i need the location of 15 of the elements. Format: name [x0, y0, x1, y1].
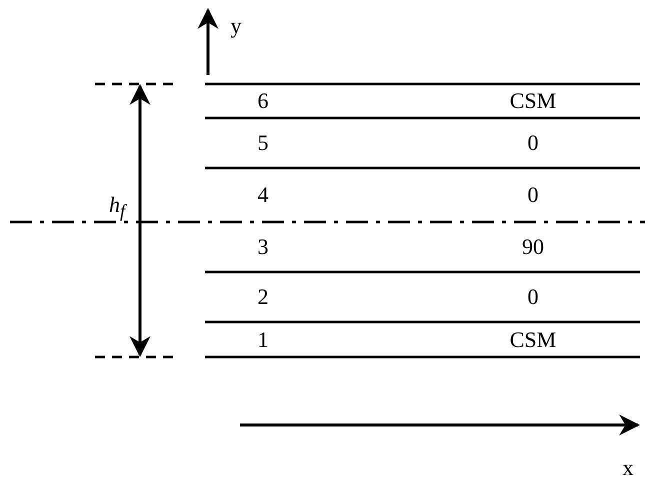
- axis-label: x: [622, 456, 634, 480]
- layer-number: 3: [258, 235, 268, 259]
- layer-number: 5: [258, 131, 268, 155]
- ply-angle: 0: [528, 285, 538, 309]
- axis-label: y: [230, 14, 242, 38]
- layer-number: 6: [258, 89, 268, 113]
- ply-angle: CSM: [510, 89, 556, 113]
- ply-angle: CSM: [510, 328, 556, 352]
- layer-number: 2: [258, 285, 268, 309]
- ply-angle: 90: [522, 235, 544, 259]
- layer-number: 1: [258, 328, 268, 352]
- ply-angle: 0: [528, 183, 538, 207]
- ply-angle: 0: [528, 131, 538, 155]
- layer-number: 4: [258, 183, 268, 207]
- dimension-label: h$_{f}$: [108, 192, 126, 224]
